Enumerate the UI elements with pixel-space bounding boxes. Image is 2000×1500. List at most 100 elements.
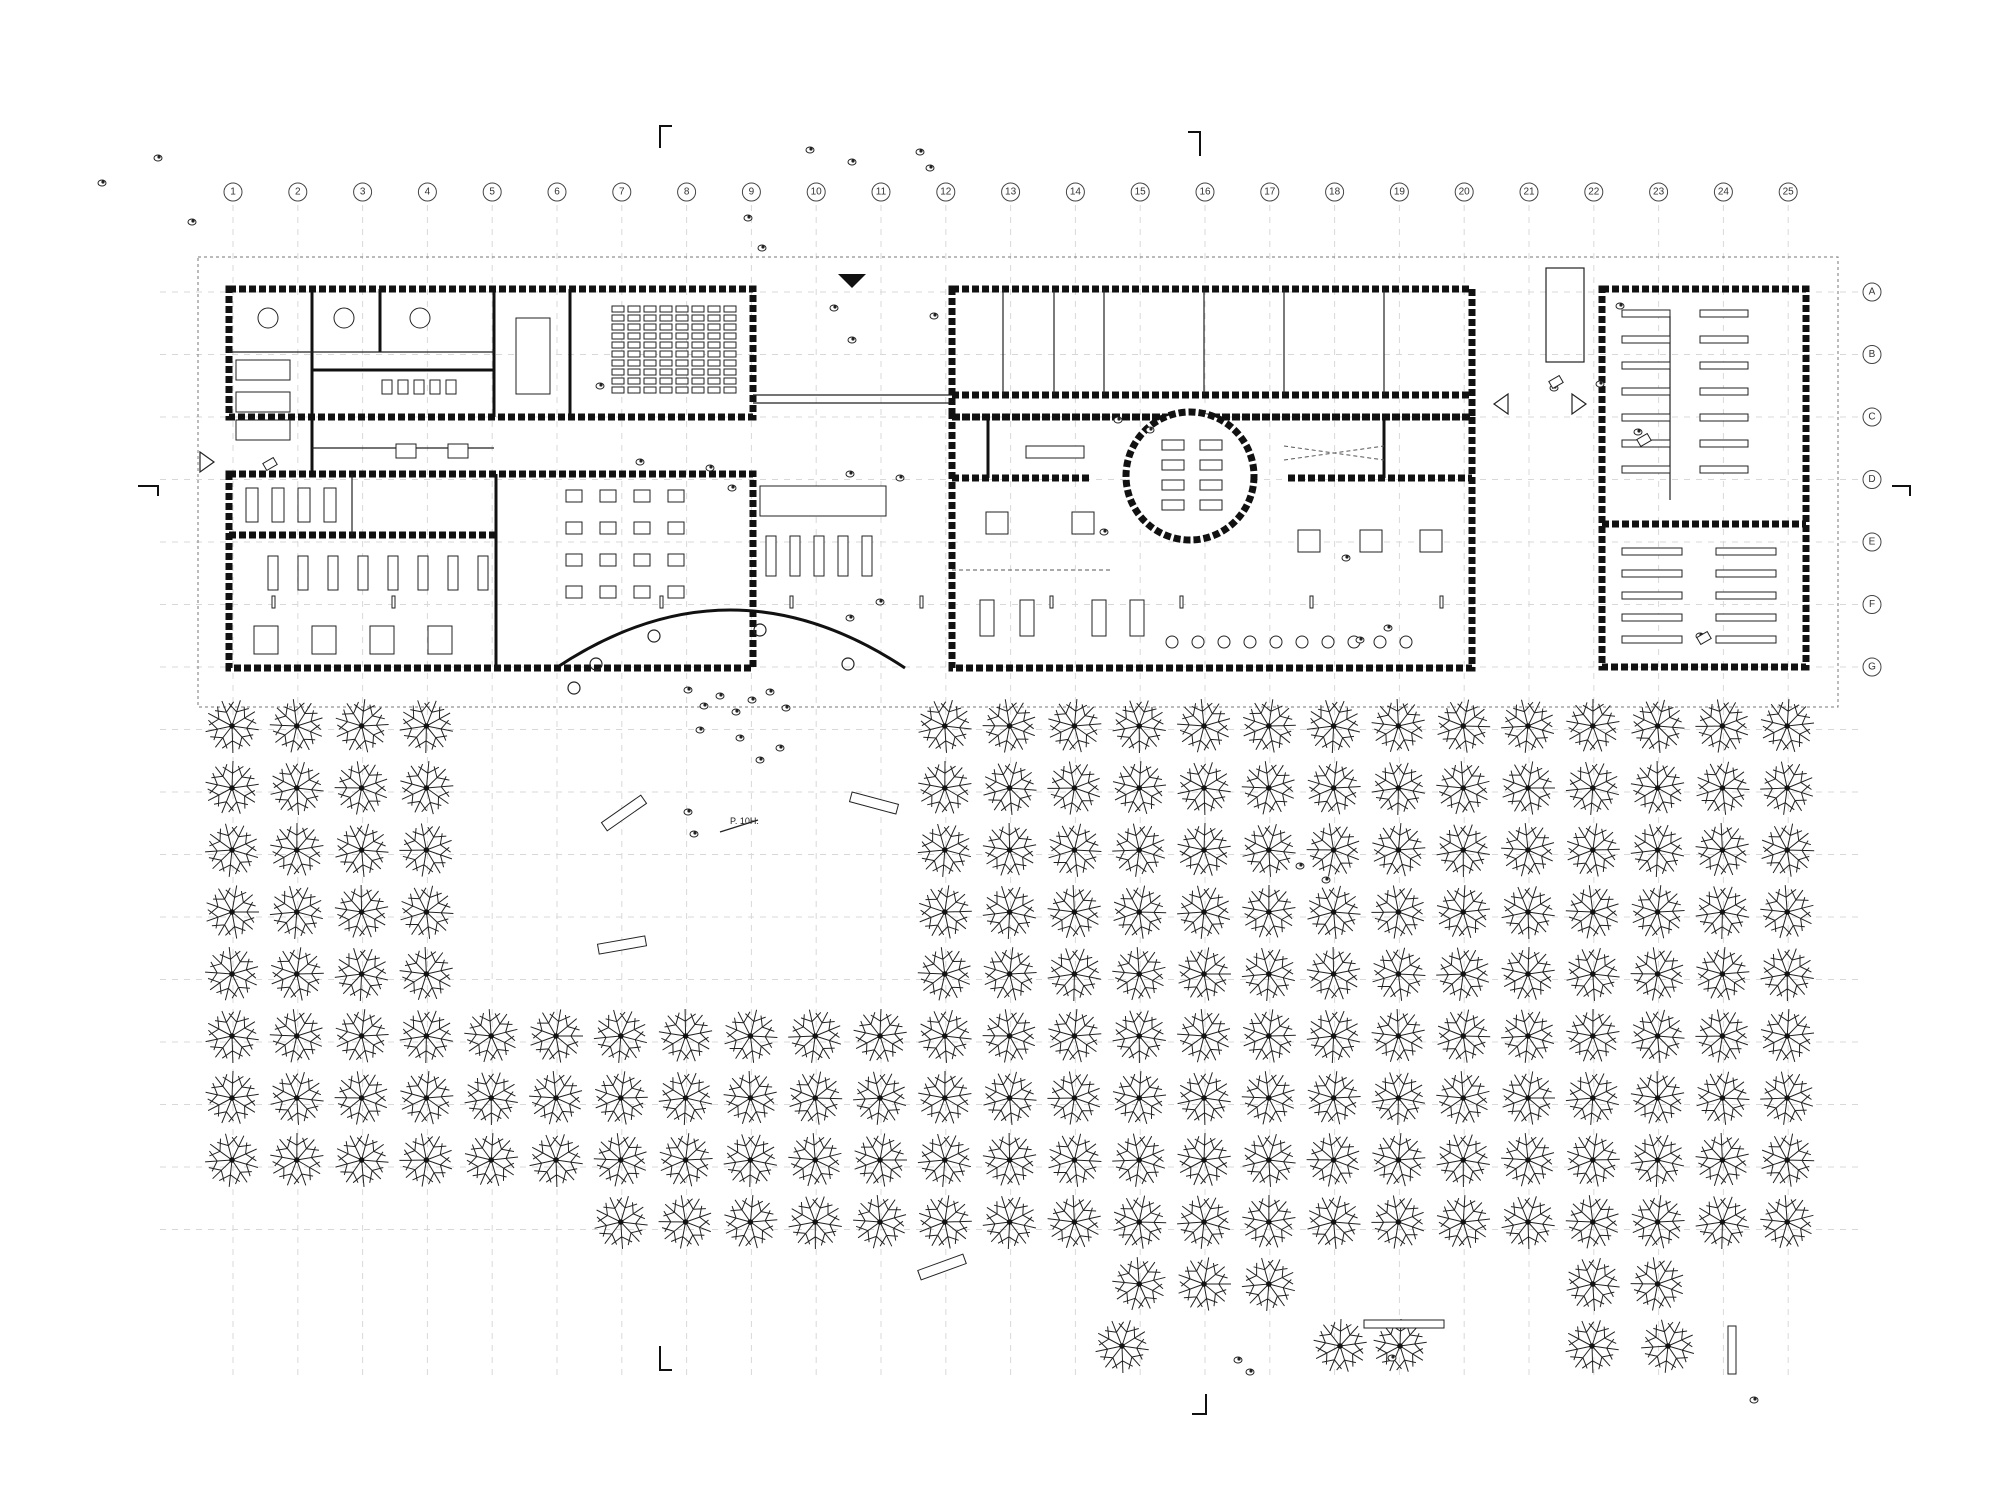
lecture-seat [723, 323, 737, 331]
person-icon [755, 756, 765, 764]
grid-bubble-column: 23 [1649, 182, 1669, 202]
tree-icon [1565, 761, 1620, 815]
lecture-seat [691, 386, 705, 394]
tree-icon [335, 823, 389, 877]
tree-icon [1047, 1194, 1101, 1248]
tree-icon [1241, 761, 1295, 815]
stool [1373, 635, 1387, 649]
shelf [1699, 361, 1749, 370]
tree-icon [1631, 885, 1685, 939]
person-icon [683, 686, 693, 694]
column-mark [1439, 595, 1444, 609]
lecture-seat [611, 377, 625, 385]
person-icon [847, 158, 857, 166]
shelf [1715, 635, 1777, 644]
tree-icon [1177, 1132, 1231, 1186]
desk [235, 359, 291, 381]
toilet-stall [413, 379, 425, 395]
grid-bubble-column: 24 [1713, 182, 1733, 202]
tree-icon [1177, 822, 1231, 876]
cafe-table [667, 585, 685, 599]
lecture-seat [675, 359, 689, 367]
lecture-seat [611, 341, 625, 349]
lecture-seat [643, 305, 657, 313]
tree-icon [1696, 947, 1750, 1001]
tree-icon [854, 1133, 907, 1187]
tree-icon [334, 884, 389, 938]
tree-icon [1437, 1009, 1491, 1063]
person-icon [743, 214, 753, 222]
lecture-seat [627, 314, 641, 322]
lecture-seat [611, 359, 625, 367]
tree-icon [1371, 885, 1425, 939]
lecture-seat [675, 377, 689, 385]
shelf [1715, 591, 1777, 600]
tree-icon [400, 1071, 454, 1125]
person-icon [845, 470, 855, 478]
lecture-seat [675, 350, 689, 358]
lecture-seat [627, 350, 641, 358]
tree-icon [918, 1009, 972, 1063]
tree-icon [400, 885, 454, 939]
grid-bubble-column: 5 [482, 182, 502, 202]
tree-icon [1047, 761, 1101, 815]
tree-icon [1243, 1009, 1296, 1063]
tree-icon [1695, 699, 1749, 753]
tree-icon [399, 1010, 453, 1064]
shelf [1621, 361, 1671, 370]
tree-icon [269, 885, 324, 939]
tree-icon [270, 761, 324, 815]
orchard-trees [205, 698, 1815, 1374]
table [985, 511, 1009, 535]
grid-bubble-column: 22 [1584, 182, 1604, 202]
tree-icon [919, 1195, 972, 1249]
tree-icon [1372, 1133, 1426, 1187]
tree-icon [270, 1132, 324, 1186]
tree-icon [658, 1072, 713, 1126]
person-icon [1387, 1354, 1397, 1362]
lecture-seat [707, 377, 721, 385]
person-icon [1595, 380, 1605, 388]
tree-icon [1760, 761, 1814, 815]
tree-icon [1307, 761, 1361, 815]
person-icon [727, 484, 737, 492]
tree-icon [1436, 1195, 1491, 1249]
lecture-seat [675, 341, 689, 349]
column-mark [919, 595, 924, 609]
stool [1321, 635, 1335, 649]
grid-column-label: 15 [1135, 187, 1147, 198]
lecture-seat [643, 386, 657, 394]
tree-icon [1761, 823, 1815, 877]
grid-bubble-column: 2 [288, 182, 308, 202]
grid-column-label: 2 [295, 187, 301, 198]
grid-column-label: 20 [1459, 187, 1471, 198]
tree-icon [1436, 824, 1490, 878]
workbench [447, 555, 459, 591]
grid-bubble-column: 13 [1001, 182, 1021, 202]
person-icon [805, 146, 815, 154]
shelf [1621, 613, 1683, 622]
site-boundary [197, 256, 1839, 708]
tree-icon [1372, 823, 1426, 877]
lecture-seat [659, 386, 673, 394]
grid-bubble-row: A [1862, 282, 1882, 302]
tree-icon [1371, 1008, 1425, 1062]
grid-bubble-column: 3 [353, 182, 373, 202]
tree-icon [982, 1196, 1037, 1250]
tree-icon [1048, 1009, 1102, 1063]
grid-bubble-column: 20 [1454, 182, 1474, 202]
bench [861, 535, 873, 577]
tree-icon [1502, 1071, 1555, 1125]
grid-bubble-column: 9 [741, 182, 761, 202]
tree-icon [917, 823, 972, 877]
tree-icon [1371, 762, 1425, 816]
tree-icon [335, 1009, 389, 1063]
grid-column-label: 6 [554, 187, 560, 198]
tree-icon [1306, 1133, 1360, 1187]
tree-icon [1566, 947, 1620, 1001]
lecture-seat [691, 332, 705, 340]
display-plinth [1019, 599, 1035, 637]
car-icon [1636, 432, 1652, 448]
section-cut-marker-icon [138, 485, 159, 496]
